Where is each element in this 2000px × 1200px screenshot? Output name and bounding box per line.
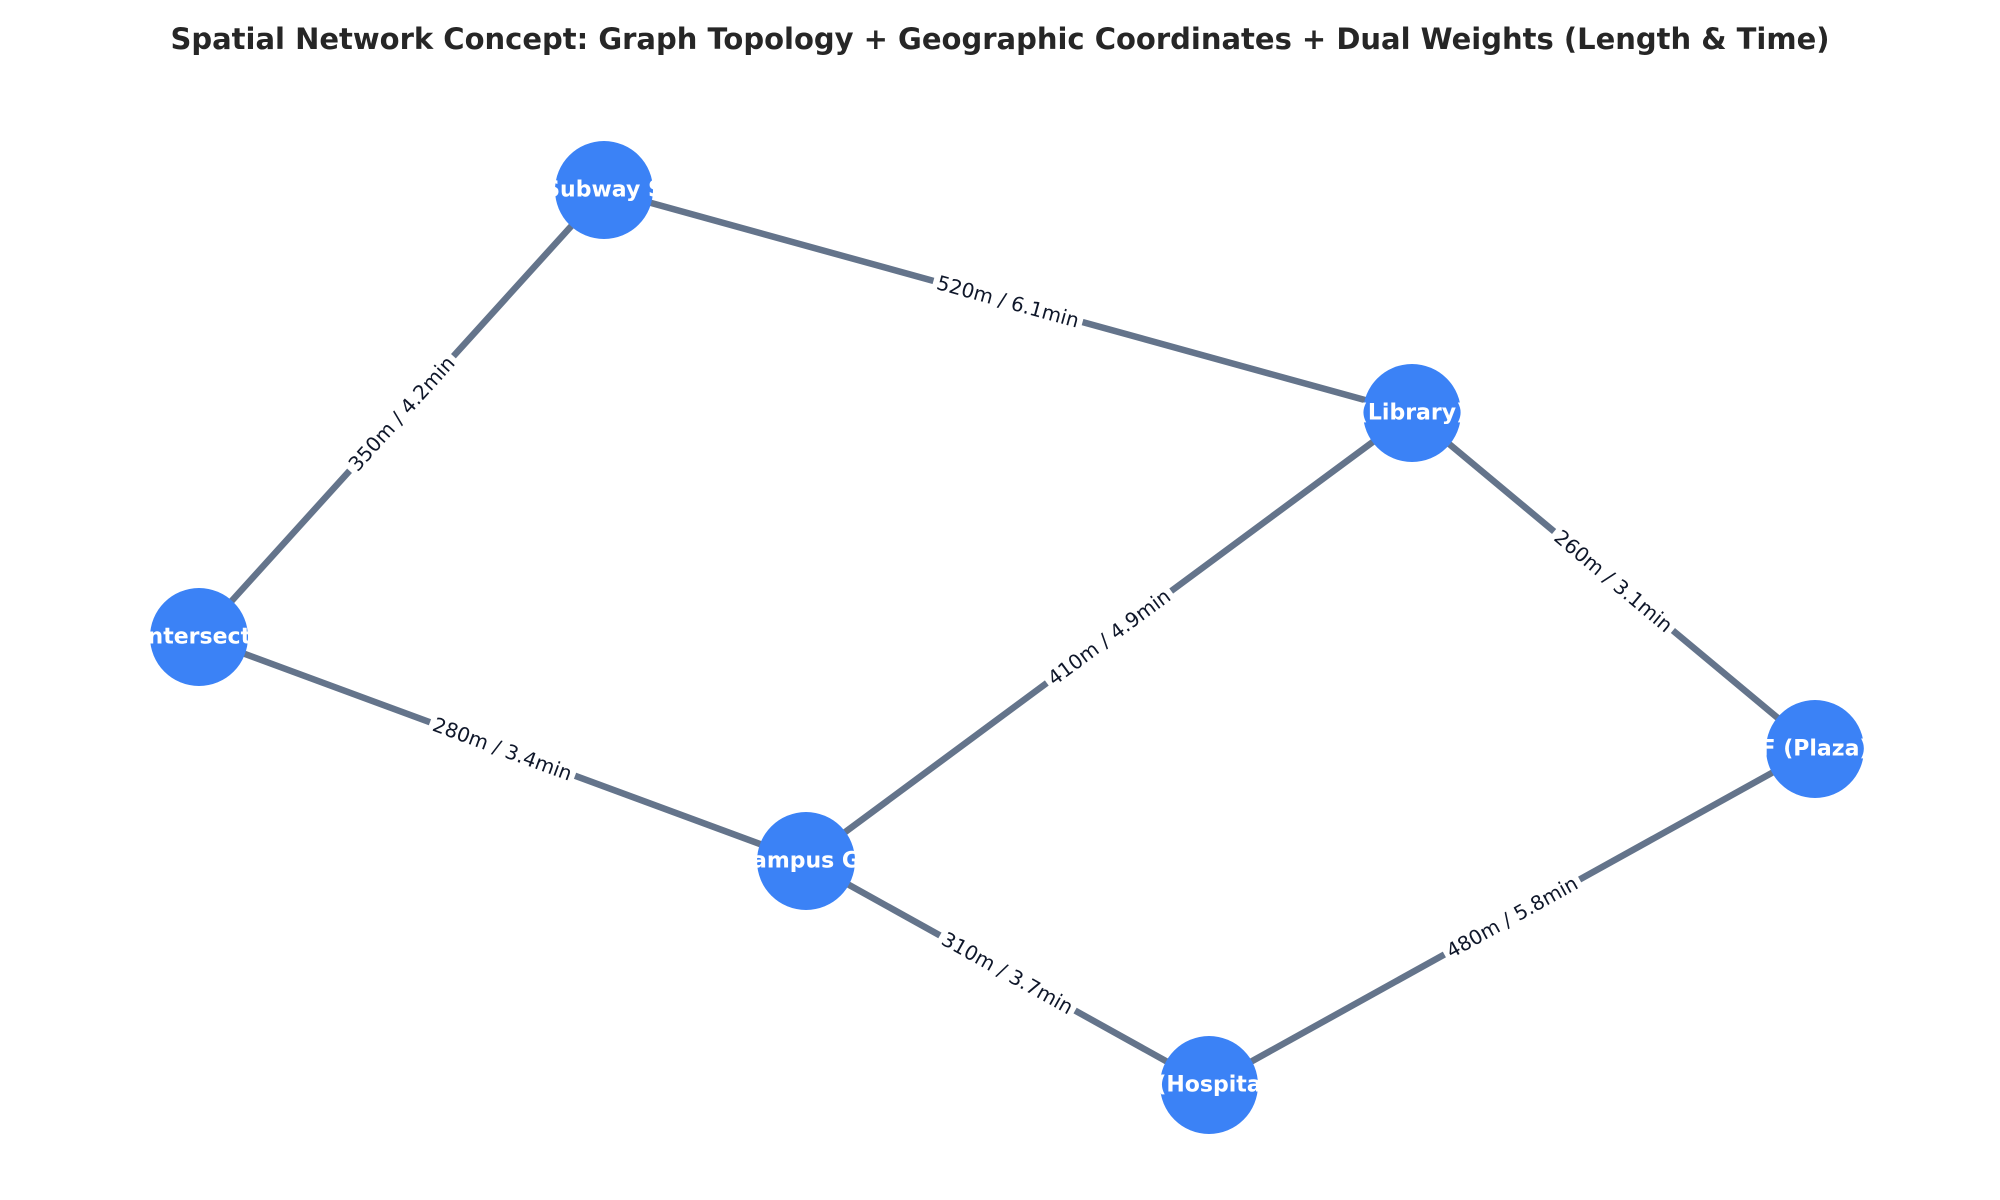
diagram-title: Spatial Network Concept: Graph Topology … [170, 22, 1830, 56]
edge-subway-intersection: 350m / 4.2min [196, 187, 607, 640]
edge-label-group: 350m / 4.2min [339, 346, 464, 481]
edge-subway-library: 520m / 6.1min [603, 186, 1413, 417]
node-campus: ampus G [752, 812, 860, 910]
edge-label-group: 410m / 4.9min [1038, 579, 1180, 695]
node-plaza: F (Plaza) [1761, 700, 1870, 798]
node-circle [1363, 364, 1461, 462]
edge-label-group: 480m / 5.8min [1437, 867, 1587, 967]
node-circle [555, 141, 653, 239]
edge-weight-label: 410m / 4.9min [1043, 584, 1175, 690]
node-circle [150, 588, 248, 686]
node-intersection: Intersecti [139, 588, 259, 686]
node-label: Subway S [544, 178, 664, 203]
edge-label-background [1038, 579, 1180, 695]
edge-intersection-campus: 280m / 3.4min [197, 633, 808, 865]
edge-library-plaza: 260m / 3.1min [1409, 410, 1818, 752]
edge-label-group: 260m / 3.1min [1545, 520, 1682, 642]
edge-hospital-plaza: 480m / 5.8min [1207, 746, 1817, 1088]
node-circle [1160, 1036, 1258, 1134]
edge-label-group: 520m / 6.1min [929, 267, 1087, 336]
edge-weight-label: 280m / 3.4min [430, 712, 576, 785]
edges-layer: 520m / 6.1min 350m / 4.2min 260m / 3.1min 4… [196, 186, 1818, 1088]
edge-weight-label: 480m / 5.8min [1442, 871, 1582, 963]
nodes-layer: Subway S (Library) Intersecti ampus G F (Pla… [139, 141, 1869, 1134]
node-subway: Subway S [544, 141, 664, 239]
node-label: (Library) [1358, 401, 1466, 426]
edge-label-background [339, 346, 464, 481]
node-label: F (Plaza) [1761, 737, 1870, 762]
node-hospital: (Hospita [1156, 1036, 1262, 1134]
node-label: ampus G [752, 849, 860, 874]
edge-weight-label: 310m / 3.7min [938, 927, 1078, 1019]
edge-library-campus: 410m / 4.9min [804, 410, 1414, 864]
edge-label-group: 310m / 3.7min [933, 923, 1082, 1023]
edge-label-background [929, 267, 1087, 336]
node-circle [757, 812, 855, 910]
edge-label-background [933, 923, 1082, 1023]
node-label: Intersecti [139, 625, 258, 650]
edge-label-background [1545, 520, 1682, 642]
node-library: (Library) [1358, 364, 1466, 462]
edge-weight-label: 350m / 4.2min [343, 351, 459, 476]
edge-label-group: 280m / 3.4min [425, 709, 580, 789]
edge-weight-label: 260m / 3.1min [1550, 525, 1678, 637]
node-label: (Hospita [1156, 1073, 1261, 1098]
edge-label-background [425, 709, 580, 789]
edge-label-background [1437, 867, 1587, 967]
edge-campus-hospital: 310m / 3.7min [804, 858, 1211, 1088]
node-circle [1766, 700, 1864, 798]
